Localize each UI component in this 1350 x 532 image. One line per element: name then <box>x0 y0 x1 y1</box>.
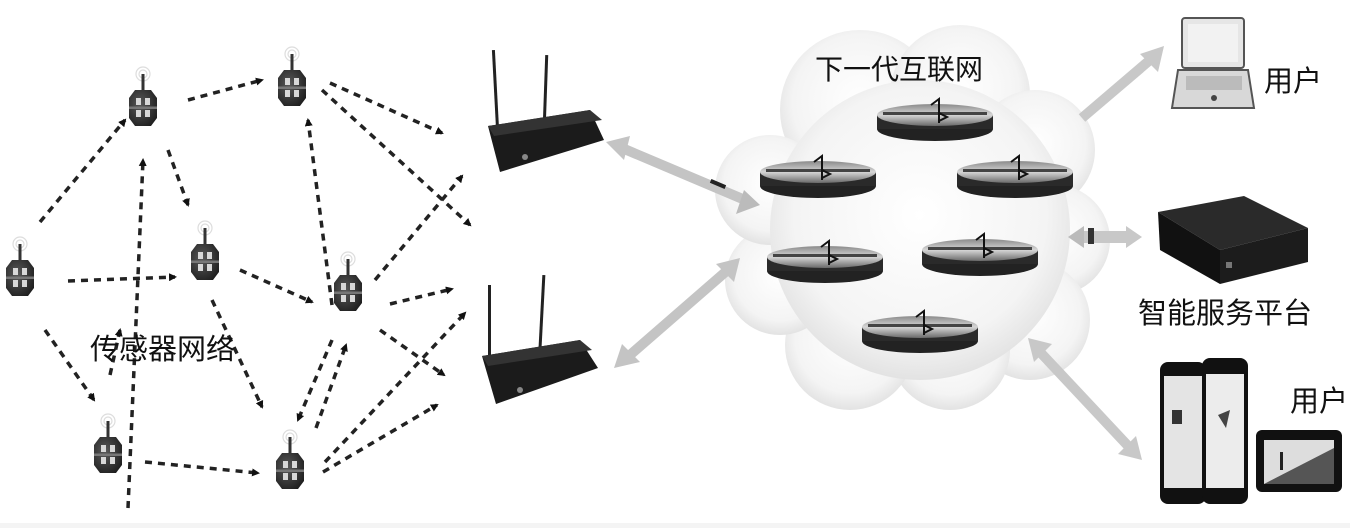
sensor-nodes-layer <box>5 46 363 490</box>
link-cloud-mobile <box>1028 338 1142 460</box>
link-gateway-bottom-cloud <box>614 258 740 368</box>
sensor-link-arrow <box>389 286 454 306</box>
gateway-router-top <box>488 49 604 172</box>
sensor-node-icon <box>190 220 220 281</box>
sensor-link-arrow <box>320 88 472 227</box>
laptop-user-label: 用户 <box>1264 64 1323 98</box>
sensor-link-arrow <box>239 268 314 304</box>
sensor-link-arrow <box>373 174 464 282</box>
sensor-link-arrow <box>67 273 177 283</box>
sensor-link-arrow <box>329 81 444 135</box>
sensor-node-icon <box>5 236 35 297</box>
internet-label: 下一代互联网 <box>815 53 984 86</box>
sensor-node-icon <box>333 251 363 312</box>
mobile-user-label: 用户 <box>1290 384 1349 418</box>
sensor-node-icon <box>275 429 305 490</box>
sensor-link-arrow <box>322 403 439 474</box>
sensor-node-icon <box>128 66 158 127</box>
sensor-link-arrow <box>378 328 446 377</box>
link-gateway-top-cloud <box>606 136 760 214</box>
service-platform-label: 智能服务平台 <box>1138 296 1313 330</box>
sensor-link-arrow <box>296 339 334 422</box>
sensor-link-arrow <box>304 118 334 306</box>
sensor-link-arrow <box>43 328 96 402</box>
sensor-link-arrow <box>144 460 260 477</box>
link-cloud-server <box>1068 226 1142 248</box>
link-cloud-laptop <box>1078 46 1164 122</box>
mobile-devices-icon <box>1160 358 1342 504</box>
gateway-router-bottom <box>482 275 598 404</box>
sensor-links-layer <box>38 77 472 509</box>
server-icon <box>1158 196 1308 284</box>
sensor-network-label: 传感器网络 <box>90 332 236 366</box>
sensor-link-arrow <box>166 149 190 207</box>
laptop-icon <box>1170 17 1256 109</box>
sensor-link-arrow <box>210 299 264 409</box>
sensor-link-arrow <box>323 311 467 464</box>
sensor-link-arrow <box>314 343 348 429</box>
sensor-link-arrow <box>38 118 127 224</box>
sensor-node-icon <box>93 413 123 474</box>
sensor-link-arrow <box>126 158 147 509</box>
bottom-border <box>0 523 1350 528</box>
sensor-link-arrow <box>187 77 264 102</box>
sensor-node-icon <box>277 46 307 107</box>
